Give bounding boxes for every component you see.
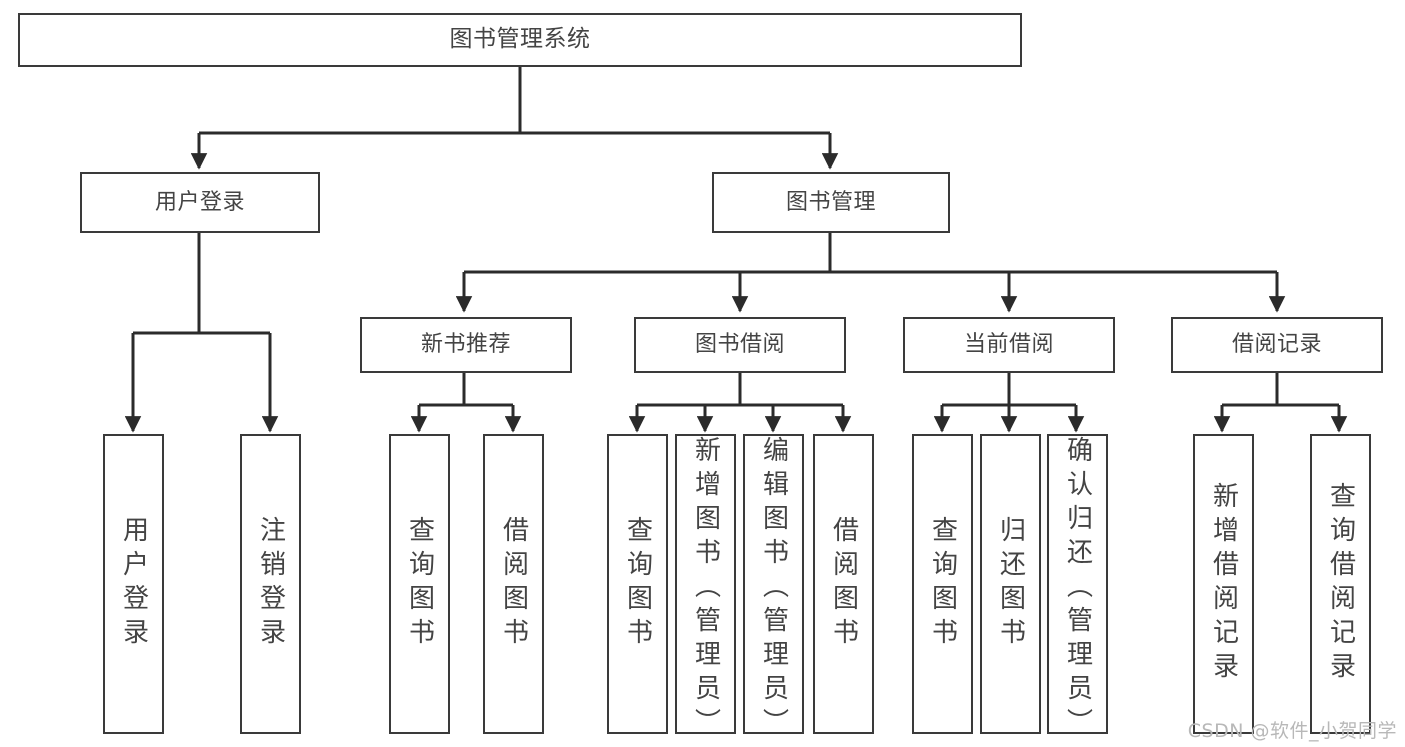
leaf-return-book[interactable]: 归还图书	[980, 434, 1041, 734]
node-new-book-recommendation[interactable]: 新书推荐	[360, 317, 572, 373]
node-borrowing-record-label: 借阅记录	[1231, 332, 1322, 358]
leaf-query-book-borrow[interactable]: 查询图书	[607, 434, 668, 734]
node-current-borrowing[interactable]: 当前借阅	[903, 317, 1115, 373]
leaf-query-borrowing-record-label: 查询借阅记录	[1325, 482, 1356, 686]
leaf-user-login-label: 用户登录	[118, 516, 149, 652]
leaf-query-book-current-label: 查询图书	[927, 516, 958, 652]
leaf-borrow-book-newbook-label: 借阅图书	[498, 516, 529, 652]
leaf-query-book-borrow-label: 查询图书	[622, 516, 653, 652]
node-user-login-label: 用户登录	[154, 189, 245, 215]
leaf-add-book-admin-label: 新增图书（管理员）	[690, 436, 721, 742]
node-current-borrowing-label: 当前借阅	[963, 332, 1054, 358]
leaf-edit-book-admin[interactable]: 编辑图书（管理员）	[743, 434, 804, 742]
leaf-add-borrowing-record-label: 新增借阅记录	[1208, 482, 1239, 686]
node-borrowing-record[interactable]: 借阅记录	[1171, 317, 1383, 373]
leaf-return-book-label: 归还图书	[995, 516, 1026, 652]
leaf-add-book-admin[interactable]: 新增图书（管理员）	[675, 434, 736, 742]
leaf-query-borrowing-record[interactable]: 查询借阅记录	[1310, 434, 1371, 734]
leaf-user-login[interactable]: 用户登录	[103, 434, 164, 734]
node-user-login[interactable]: 用户登录	[80, 172, 320, 233]
node-root-label: 图书管理系统	[449, 26, 591, 53]
node-book-borrowing[interactable]: 图书借阅	[634, 317, 846, 373]
leaf-borrow-book-borrow-label: 借阅图书	[828, 516, 859, 652]
leaf-edit-book-admin-label: 编辑图书（管理员）	[758, 436, 789, 742]
csdn-watermark: CSDN @软件_小贺同学	[1187, 720, 1397, 742]
leaf-borrow-book-borrow[interactable]: 借阅图书	[813, 434, 874, 734]
node-new-book-recommendation-label: 新书推荐	[420, 332, 511, 358]
node-book-management[interactable]: 图书管理	[712, 172, 950, 233]
leaf-logout-label: 注销登录	[255, 516, 286, 652]
leaf-query-book-newbook[interactable]: 查询图书	[389, 434, 450, 734]
leaf-logout[interactable]: 注销登录	[240, 434, 301, 734]
leaf-query-book-newbook-label: 查询图书	[404, 516, 435, 652]
node-book-borrowing-label: 图书借阅	[694, 332, 785, 358]
leaf-add-borrowing-record[interactable]: 新增借阅记录	[1193, 434, 1254, 734]
leaf-query-book-current[interactable]: 查询图书	[912, 434, 973, 734]
node-book-management-label: 图书管理	[785, 189, 876, 215]
node-root-book-management-system[interactable]: 图书管理系统	[18, 13, 1022, 67]
leaf-borrow-book-newbook[interactable]: 借阅图书	[483, 434, 544, 734]
leaf-confirm-return-admin[interactable]: 确认归还（管理员）	[1047, 434, 1108, 742]
leaf-confirm-return-admin-label: 确认归还（管理员）	[1062, 436, 1093, 742]
